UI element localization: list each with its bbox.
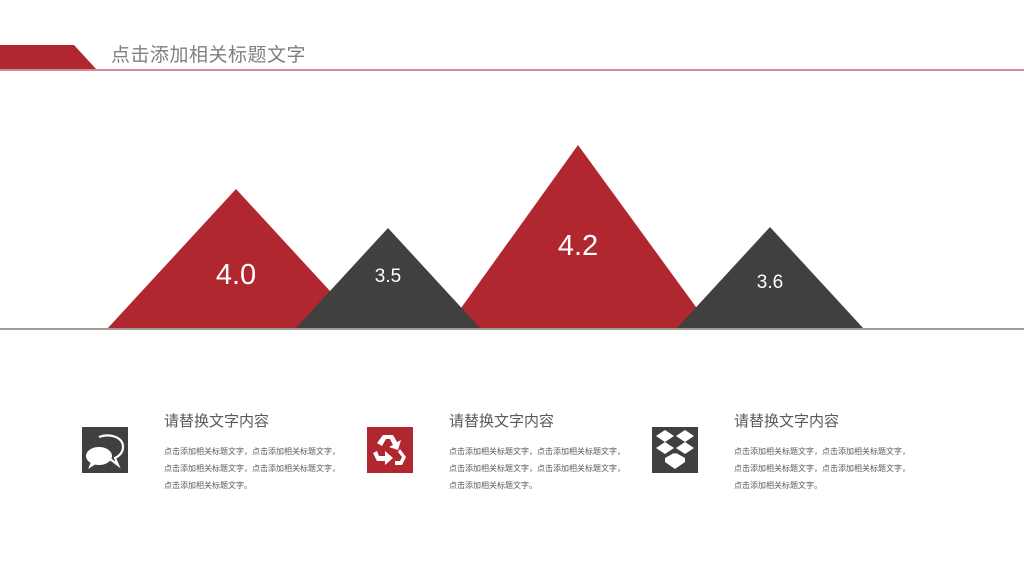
- peak-1: [107, 189, 365, 329]
- peak-2: [295, 228, 481, 329]
- feature-item-1: 请替换文字内容 点击添加相关标题文字，点击添加相关标题文字，点击添加相关标题文字…: [70, 408, 350, 508]
- chat-bubbles-icon: [82, 427, 128, 473]
- feature-text: 点击添加相关标题文字，点击添加相关标题文字，点击添加相关标题文字，点击添加相关标…: [164, 447, 340, 490]
- recycle-icon: [367, 427, 413, 473]
- feature-title: 请替换文字内容: [164, 412, 270, 430]
- value-label-1: 4.0: [215, 259, 257, 291]
- header-divider: [0, 69, 1024, 71]
- dropbox-icon: [652, 427, 698, 473]
- page-title: 点击添加相关标题文字: [111, 44, 307, 66]
- chart-baseline: [0, 328, 1024, 330]
- feature-text: 点击添加相关标题文字，点击添加相关标题文字，点击添加相关标题文字，点击添加相关标…: [449, 447, 625, 490]
- feature-text: 点击添加相关标题文字，点击添加相关标题文字，点击添加相关标题文字，点击添加相关标…: [734, 447, 910, 490]
- value-label-4: 3.6: [756, 272, 784, 293]
- feature-item-2: 请替换文字内容 点击添加相关标题文字，点击添加相关标题文字，点击添加相关标题文字…: [355, 408, 635, 508]
- peak-3: [446, 145, 712, 329]
- feature-item-3: 请替换文字内容 点击添加相关标题文字，点击添加相关标题文字，点击添加相关标题文字…: [640, 408, 920, 508]
- feature-title: 请替换文字内容: [734, 412, 840, 430]
- feature-title: 请替换文字内容: [449, 412, 555, 430]
- value-label-3: 4.2: [557, 230, 599, 262]
- header-accent-bar: [0, 45, 97, 70]
- peak-4: [676, 227, 864, 329]
- value-label-2: 3.5: [374, 266, 402, 287]
